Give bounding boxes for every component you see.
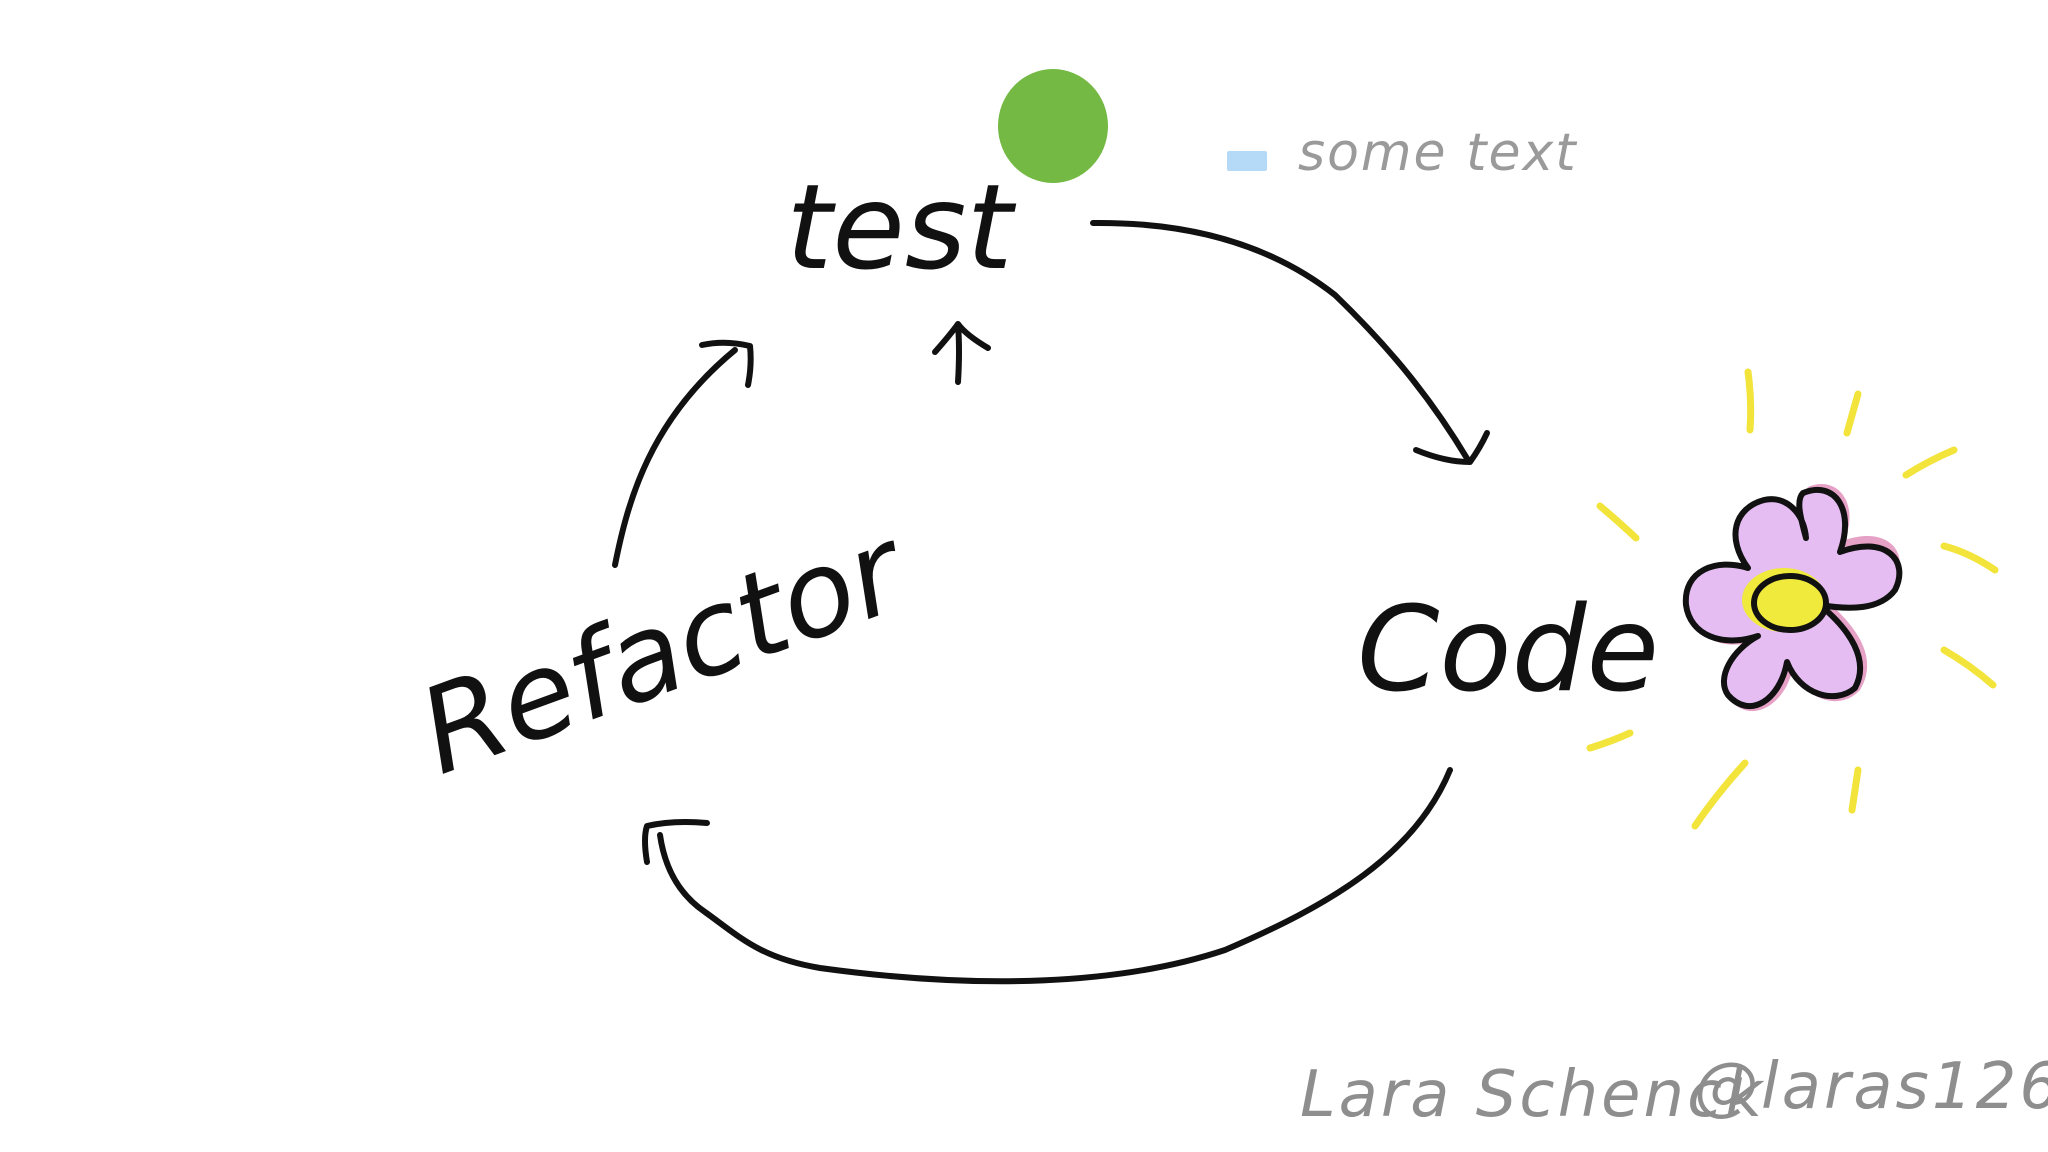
arrow-code-to-refactor	[660, 770, 1450, 981]
flower-icon	[1686, 484, 1900, 711]
arrow-head-test	[702, 343, 751, 385]
credit-handle: @laras126	[1694, 1050, 2048, 1124]
arrow-refactor-to-test	[615, 350, 735, 565]
label-test: test	[786, 158, 1016, 296]
note-text: some text	[1298, 123, 1578, 183]
arrow-head-refactor	[645, 822, 707, 862]
caret-mark	[935, 324, 988, 382]
green-dot-icon	[998, 69, 1108, 183]
legend-swatch	[1227, 151, 1267, 171]
label-refactor: Refactor	[402, 498, 925, 801]
label-code: Code	[1357, 580, 1659, 718]
arrow-test-to-code	[1093, 223, 1468, 460]
